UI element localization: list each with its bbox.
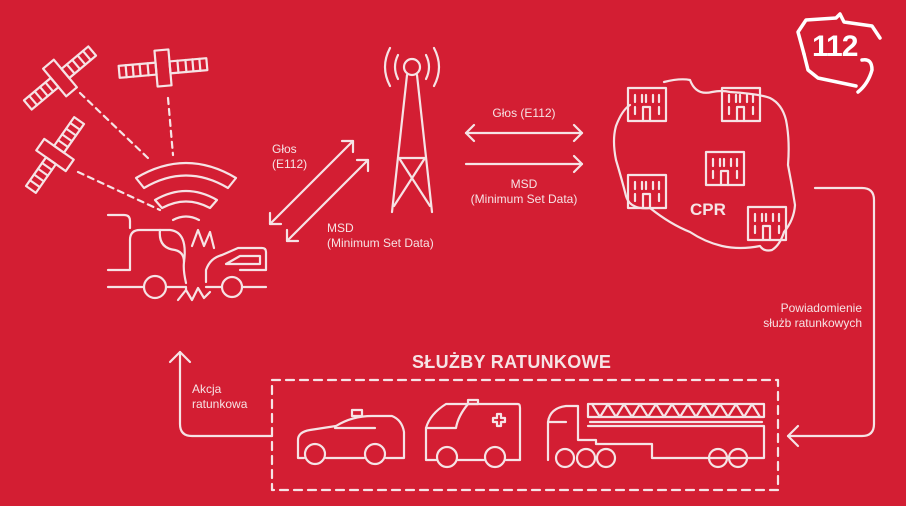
- radio-tower-icon: [383, 46, 441, 214]
- voice-arrow-diagonal: [268, 139, 370, 243]
- msd-label-line1: MSD: [327, 221, 354, 235]
- phone-handset-icon: [856, 57, 874, 94]
- rescue-action-line2: ratunkowa: [192, 397, 248, 411]
- fire-truck-icon: [546, 402, 766, 469]
- building-icon: [704, 150, 746, 187]
- rescue-action-arrow: [168, 350, 274, 438]
- notification-label: Powiadomienie służb ratunkowych: [720, 301, 862, 331]
- rescue-services-title: SŁUŻBY RATUNKOWE: [412, 352, 612, 372]
- car-tower-msd-label: MSD (Minimum Set Data): [327, 221, 434, 251]
- satellite-icon: [22, 45, 98, 111]
- police-car-icon: [296, 408, 406, 466]
- wireless-signal-icon: [134, 162, 238, 222]
- building-icon: [626, 173, 668, 210]
- logo-112-text: 112: [812, 30, 858, 63]
- tower-cpr-voice-label: Głos (E112): [492, 106, 556, 120]
- notification-line1: Powiadomienie: [780, 301, 862, 315]
- msd-label-line2: (Minimum Set Data): [327, 236, 434, 250]
- tower-cpr-msd-label: MSD (Minimum Set Data): [450, 177, 598, 207]
- voice-arrow-horizontal: [464, 123, 584, 143]
- building-icon: [720, 86, 762, 123]
- notification-line2: służb ratunkowych: [763, 316, 862, 330]
- notification-arrow: [786, 186, 876, 448]
- cpr-label: CPR: [690, 200, 726, 219]
- voice-label-line2: (E112): [272, 157, 308, 171]
- msd-label-line1: MSD: [510, 177, 538, 191]
- ambulance-icon: [424, 398, 522, 469]
- satellite-icon: [24, 116, 86, 194]
- building-icon: [746, 205, 788, 242]
- poland-map-icon: [612, 78, 797, 252]
- msd-label-line2: (Minimum Set Data): [470, 192, 578, 206]
- gps-signal-lines: [76, 91, 175, 212]
- voice-label-line1: Głos: [272, 142, 297, 156]
- msd-arrow-horizontal: [464, 154, 584, 174]
- rescue-services-box: [270, 378, 780, 492]
- satellite-icon: [117, 48, 209, 88]
- car-tower-voice-label: Głos (E112): [272, 142, 307, 172]
- building-icon: [626, 86, 668, 123]
- rescue-action-label: Akcja ratunkowa: [192, 382, 247, 412]
- car-crash-icon: [106, 213, 268, 302]
- rescue-action-line1: Akcja: [192, 382, 222, 396]
- logo-112-icon: [796, 12, 882, 94]
